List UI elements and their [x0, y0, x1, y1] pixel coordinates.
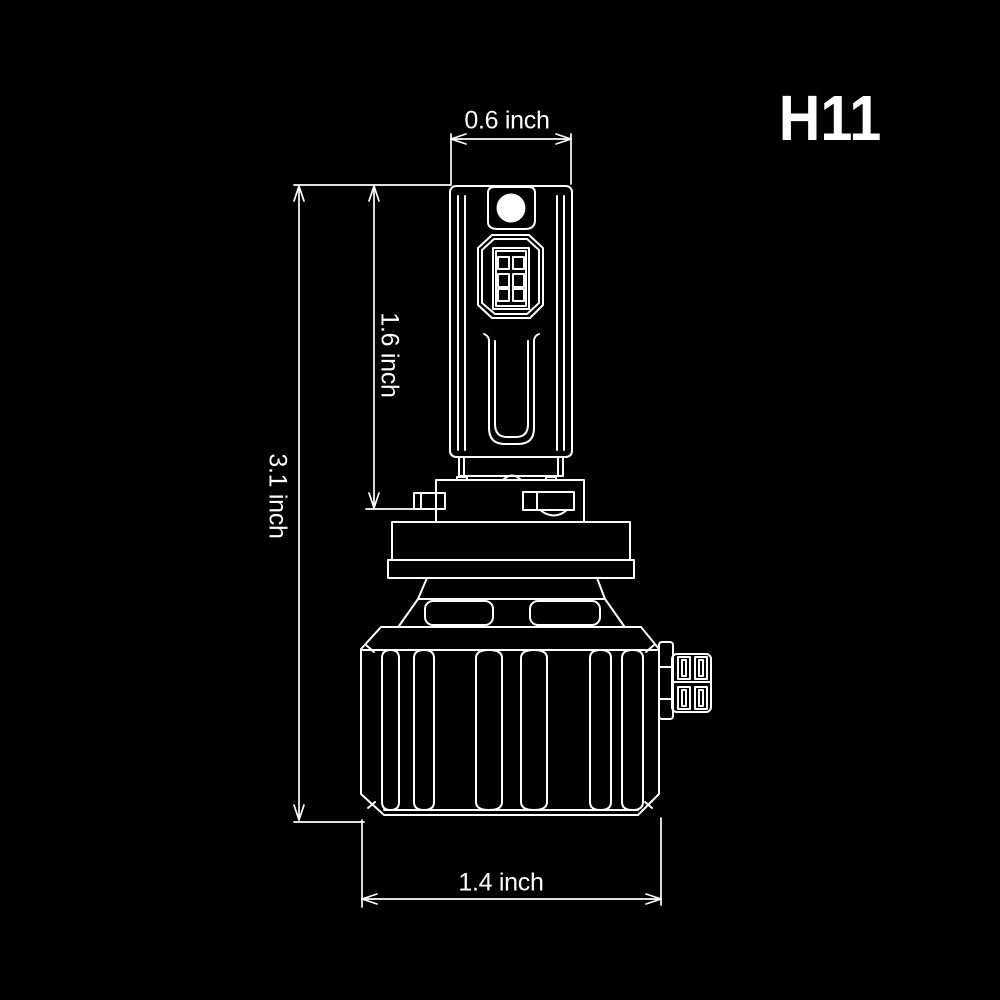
arrowhead-left	[361, 893, 378, 905]
fin	[413, 649, 435, 811]
shoulder-left	[398, 598, 419, 627]
led-board-outer	[492, 247, 530, 310]
arrowhead-down	[293, 804, 305, 821]
dim-top-width	[450, 133, 572, 185]
led-chip	[497, 273, 510, 288]
arrowhead-right	[645, 893, 662, 905]
dim-label-top-width: 0.6 inch	[464, 106, 550, 135]
arrowhead-up	[293, 185, 305, 202]
corner-tick	[644, 801, 653, 809]
wide-flange	[387, 559, 635, 579]
arrowhead-right	[555, 133, 572, 145]
heatsink-outline	[360, 626, 660, 816]
fin	[520, 649, 548, 811]
led-chip-array	[497, 256, 525, 302]
pin-slot	[681, 659, 687, 677]
pin	[677, 656, 691, 680]
fin	[589, 649, 612, 811]
plate-bump	[545, 476, 557, 481]
bulb-connector	[658, 641, 712, 720]
bulb-flange	[387, 521, 635, 579]
neck-trapezoid	[417, 577, 606, 600]
sensor-frame	[487, 186, 536, 230]
fin	[475, 649, 503, 811]
led-panel-outer	[477, 234, 544, 319]
arrowhead-down	[368, 492, 380, 509]
dim-label-base-width: 1.4 inch	[458, 868, 544, 897]
connector-pins	[677, 656, 708, 710]
led-chip	[497, 256, 510, 270]
socket-plate	[435, 479, 585, 523]
pin	[694, 656, 708, 680]
vent-right	[529, 600, 601, 626]
corner-tick	[365, 644, 375, 653]
tab-tongue	[539, 509, 568, 517]
heatsink-fins	[381, 649, 644, 811]
pin	[694, 686, 708, 710]
pin-slot	[698, 659, 704, 677]
arrowhead-up	[368, 185, 380, 202]
bulb-heatsink	[360, 577, 660, 816]
pin-slot	[698, 689, 704, 707]
right-tab	[522, 491, 575, 517]
dim-label-total-height: 3.1 inch	[263, 453, 292, 539]
plate-bump-center	[502, 474, 522, 481]
dim-base-width	[361, 817, 662, 908]
left-tab	[413, 492, 446, 510]
dim-upper-height	[365, 185, 416, 510]
u-channel	[483, 333, 540, 445]
led-chip	[512, 256, 525, 270]
led-panel-inner	[481, 238, 540, 315]
bulb-collar	[413, 456, 585, 523]
corner-tick	[367, 801, 376, 809]
fin	[381, 649, 400, 811]
upper-flange	[391, 521, 631, 561]
led-chip	[512, 288, 525, 302]
lens-circle	[496, 193, 526, 223]
vent-left	[424, 600, 494, 626]
shoulder-right	[604, 598, 625, 627]
pin	[677, 686, 691, 710]
led-chip	[497, 288, 510, 302]
connector-mount	[658, 641, 674, 720]
led-chip	[512, 273, 525, 288]
led-board-inner	[495, 250, 527, 307]
fin	[621, 649, 644, 811]
base-neck	[458, 456, 564, 477]
dim-label-upper-height: 1.6 inch	[375, 312, 404, 398]
part-number-label: H11	[778, 82, 882, 154]
arrowhead-left	[450, 133, 467, 145]
bulb-upper-body	[449, 185, 573, 458]
pin-slot	[681, 689, 687, 707]
body-outline	[449, 185, 573, 458]
dim-total-height	[293, 184, 452, 823]
corner-tick	[645, 644, 655, 653]
plate-bump	[456, 476, 468, 481]
